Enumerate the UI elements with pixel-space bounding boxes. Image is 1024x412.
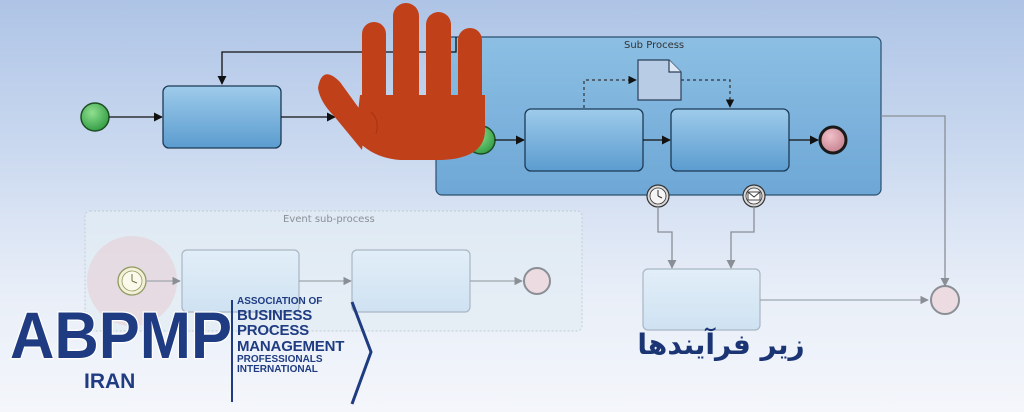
logo-abbr: ABPMP [10,298,232,372]
logo-association-text: ASSOCIATION OF BUSINESS PROCESS MANAGEME… [237,296,367,376]
logo-country: IRAN [84,370,136,393]
subprocess-end-event [818,125,848,155]
flow-message-to-task [726,207,755,269]
timer-start-icon [117,266,147,296]
logo-line-professionals: PROFESSIONALS [237,353,323,365]
logo-line-business: BUSINESS [237,306,313,324]
timer-icon [646,184,670,208]
exception-task [642,268,761,331]
event-subprocess-title: Event sub-process [283,214,375,225]
flow-subprocess-to-end [881,115,950,287]
task-1 [162,85,282,149]
flow-timer-to-task [657,207,677,269]
document-icon [637,59,682,101]
event-subprocess-end-event [523,267,551,295]
event-subprocess-task-2 [351,249,471,313]
data-association-out [681,79,735,108]
subprocess-task-2 [670,108,790,172]
logo-chevron [350,301,373,405]
subprocess-task-1 [524,108,644,172]
data-association-in [583,75,637,108]
end-event [930,285,960,315]
logo-line-process: PROCESS [237,322,309,340]
hand-stop-icon [318,3,485,160]
logo-line-international: INTERNATIONAL [237,364,318,376]
persian-caption: زیر فرآیندها [637,328,805,361]
message-icon [742,184,766,208]
logo-line-association: ASSOCIATION OF [237,296,323,307]
start-event [80,102,110,132]
subprocess-title: Sub Process [624,40,685,51]
flow-loop-back [217,37,457,85]
logo-line-management: MANAGEMENT [237,338,345,355]
abpmp-logo: ABPMP [9,297,373,405]
